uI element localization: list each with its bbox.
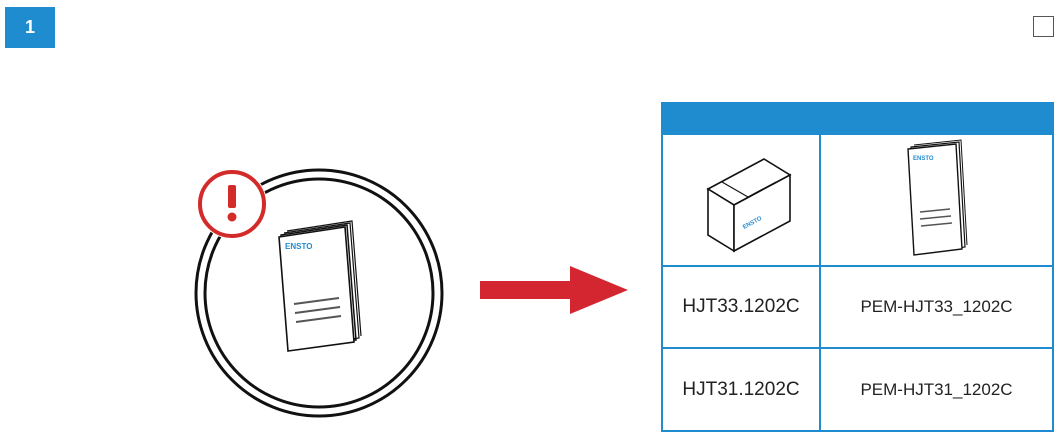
package-image-cell: ENSTO: [663, 135, 821, 265]
table-cell-product-code: HJT31.1202C: [663, 347, 821, 430]
step-number-badge: 1: [5, 7, 55, 48]
warning-icon: [197, 169, 267, 239]
brand-logo: ENSTO: [285, 242, 312, 251]
manual-booklet-small-icon: ENSTO: [906, 139, 967, 256]
arrow-right-icon: [480, 266, 628, 314]
table-cell-manual-code: PEM-HJT31_1202C: [821, 347, 1052, 430]
outer-circle: [194, 168, 444, 418]
manual-brand-logo: ENSTO: [913, 156, 934, 162]
package-box-icon: ENSTO: [706, 158, 792, 253]
product-table: ENSTO ENSTO HJT33.1202C PEM-HJT33_1202C …: [661, 102, 1054, 432]
manual-booklet-icon: ENSTO: [278, 220, 362, 352]
table-header: [663, 104, 1052, 135]
table-cell-manual-code: PEM-HJT33_1202C: [821, 265, 1052, 347]
inner-circle: [203, 177, 435, 409]
step-checkbox[interactable]: [1033, 16, 1054, 37]
table-cell-product-code: HJT33.1202C: [663, 265, 821, 347]
manual-image-cell: ENSTO: [821, 135, 1052, 265]
